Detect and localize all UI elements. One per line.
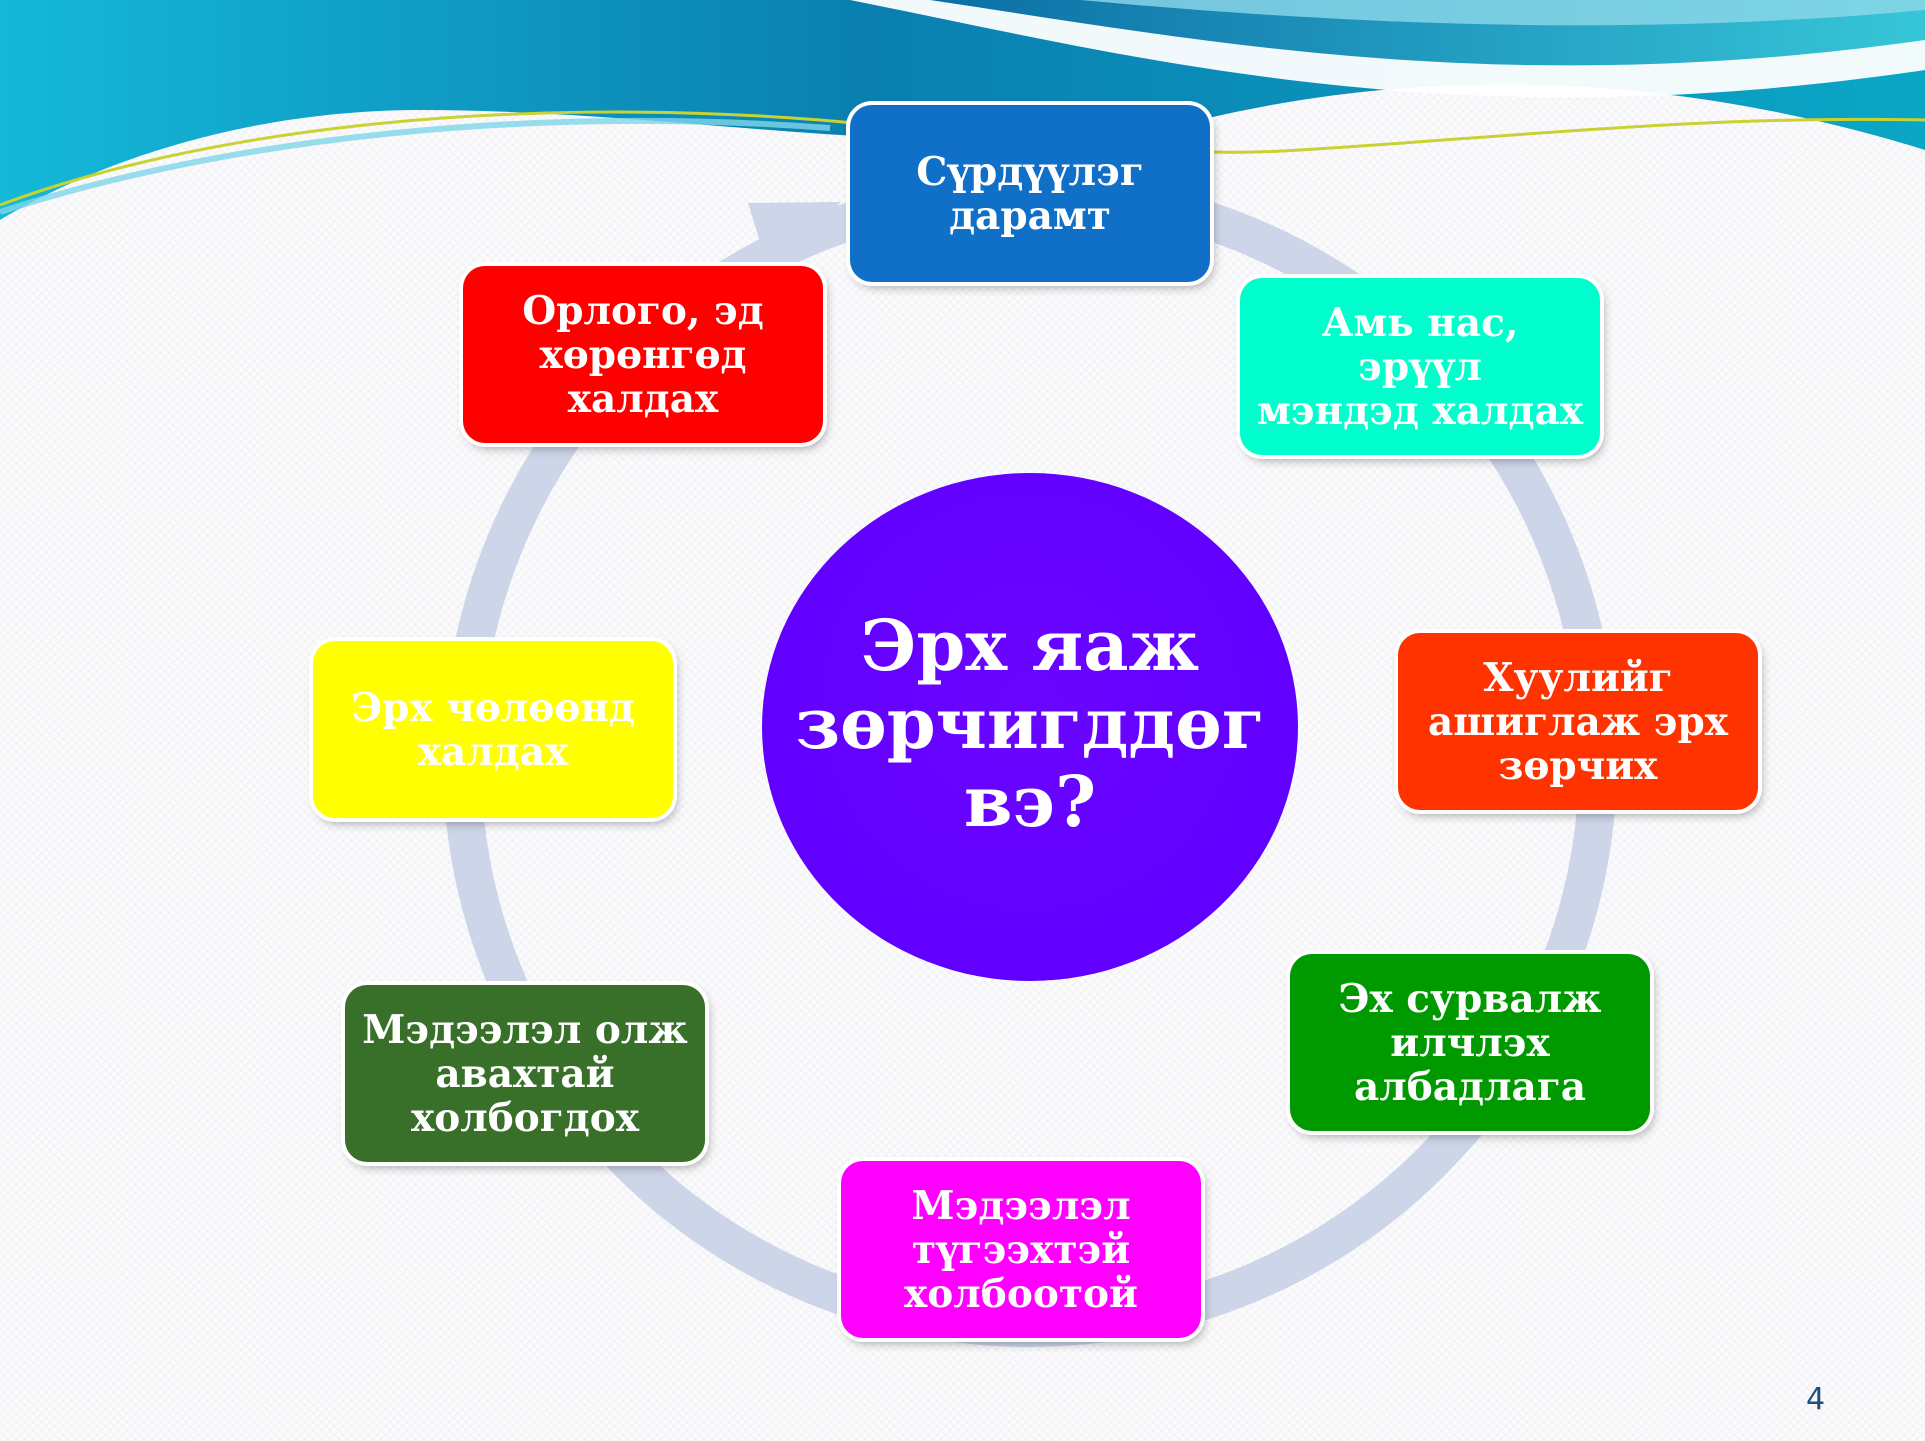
node-information-dissemination: Мэдээлэл түгээхтэй холбоотой bbox=[841, 1161, 1201, 1338]
center-question: Эрх яаж зөрчигддөг вэ? bbox=[795, 604, 1265, 843]
node-label: Эх сурвалж илчлэх албадлага bbox=[1338, 975, 1602, 1110]
node-label: Орлого, эд хөрөнгөд халдах bbox=[522, 287, 764, 422]
node-label: Сүрдүүлэг дарамт bbox=[916, 148, 1144, 239]
node-label: Эрх чөлөөнд халдах bbox=[351, 684, 635, 775]
node-label: Хуулийг ашиглаж эрх зөрчих bbox=[1427, 654, 1728, 789]
node-source-disclosure: Эх сурвалж илчлэх албадлага bbox=[1290, 954, 1650, 1131]
node-property-violation: Орлого, эд хөрөнгөд халдах bbox=[463, 266, 823, 443]
node-threat-harassment: Сүрдүүлэг дарамт bbox=[850, 105, 1210, 282]
node-life-health: Амь нас, эрүүл мэндэд халдах bbox=[1240, 278, 1600, 455]
node-law-abuse: Хуулийг ашиглаж эрх зөрчих bbox=[1398, 633, 1758, 810]
center-circle: Эрх яаж зөрчигддөг вэ? bbox=[762, 473, 1298, 981]
node-information-access: Мэдээлэл олж авахтай холбогдох bbox=[345, 985, 705, 1162]
node-label: Мэдээлэл түгээхтэй холбоотой bbox=[904, 1182, 1138, 1317]
node-label: Амь нас, эрүүл мэндэд халдах bbox=[1256, 299, 1583, 434]
node-label: Мэдээлэл олж авахтай холбогдох bbox=[362, 1006, 688, 1141]
node-freedom-violation: Эрх чөлөөнд халдах bbox=[313, 641, 673, 818]
page-number: 4 bbox=[1806, 1382, 1826, 1417]
